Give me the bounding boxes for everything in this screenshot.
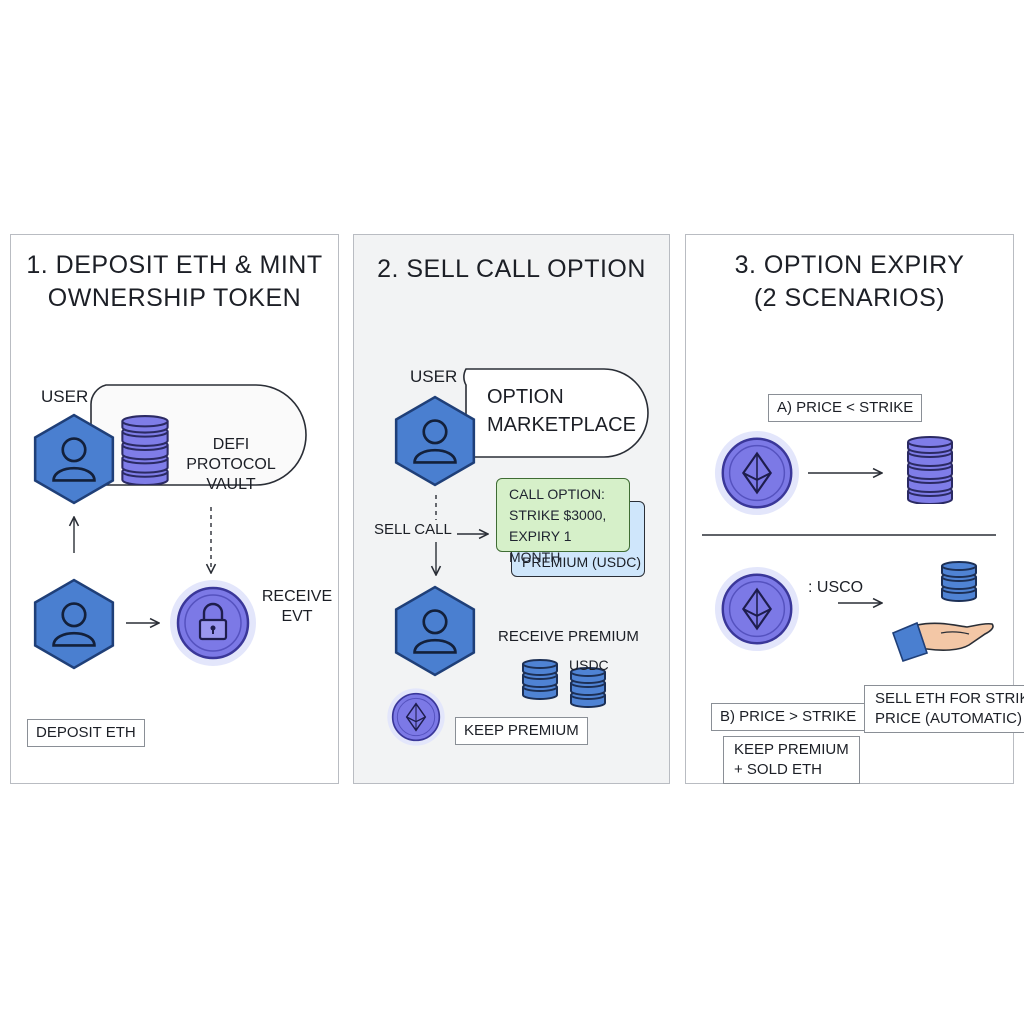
usdc-label: USDC [569, 657, 609, 673]
database-icon [939, 559, 979, 603]
database-icon [119, 413, 171, 485]
panel-expiry: 3. OPTION EXPIRY (2 SCENARIOS) A) PRICE … [685, 234, 1024, 784]
sell-call-label: SELL CALL [374, 521, 452, 538]
lock-coin-icon [170, 580, 256, 666]
user-label: USER [410, 367, 458, 386]
receive-evt-label: RECEIVE EVT [261, 588, 333, 625]
user-label: USER [41, 387, 89, 406]
panel-2-title: 2. SELL CALL OPTION [377, 255, 646, 283]
user-hexagon-icon [32, 578, 116, 670]
panel-sell-call: 2. SELL CALL OPTION USER OPTION MARKETPL… [353, 234, 670, 784]
scenario-b-box: B) PRICE > STRIKE [711, 703, 866, 731]
scenario-a-box: A) PRICE < STRIKE [768, 394, 923, 422]
user-hexagon-icon [393, 395, 477, 487]
vault-label: DEFI PROTOCOL VAULT [186, 436, 276, 493]
eth-coin-icon [386, 687, 446, 747]
eth-coin-icon [713, 565, 801, 653]
call-option-card: CALL OPTION: STRIKE $3000, EXPIRY 1 MONT… [496, 478, 630, 565]
sell-eth-box: SELL ETH FOR STRIKE PRICE (AUTOMATIC) [864, 685, 1024, 733]
marketplace-label: OPTION MARKETPLACE [487, 386, 636, 436]
keep-sold-eth-box: KEEP PREMIUM + SOLD ETH [723, 736, 860, 784]
user-hexagon-icon [393, 585, 477, 677]
receive-premium-label: RECEIVE PREMIUM [498, 628, 639, 645]
hand-icon [891, 621, 994, 663]
user-hexagon-icon [32, 413, 116, 505]
eth-coin-icon [713, 429, 801, 517]
panel-1-title: 1. DEPOSIT ETH & MINT OWNERSHIP TOKEN [26, 251, 323, 312]
usdc-flow-label: : USCO [808, 579, 864, 596]
panel-deposit: 1. DEPOSIT ETH & MINT OWNERSHIP TOKEN US… [10, 234, 339, 784]
keep-premium-box: KEEP PREMIUM [455, 717, 588, 745]
database-icon [905, 434, 955, 504]
panel-1-connectors [11, 384, 307, 785]
panel-3-title: 3. OPTION EXPIRY (2 SCENARIOS) [734, 251, 965, 312]
deposit-eth-box: DEPOSIT ETH [27, 719, 145, 747]
database-icon [520, 657, 560, 701]
